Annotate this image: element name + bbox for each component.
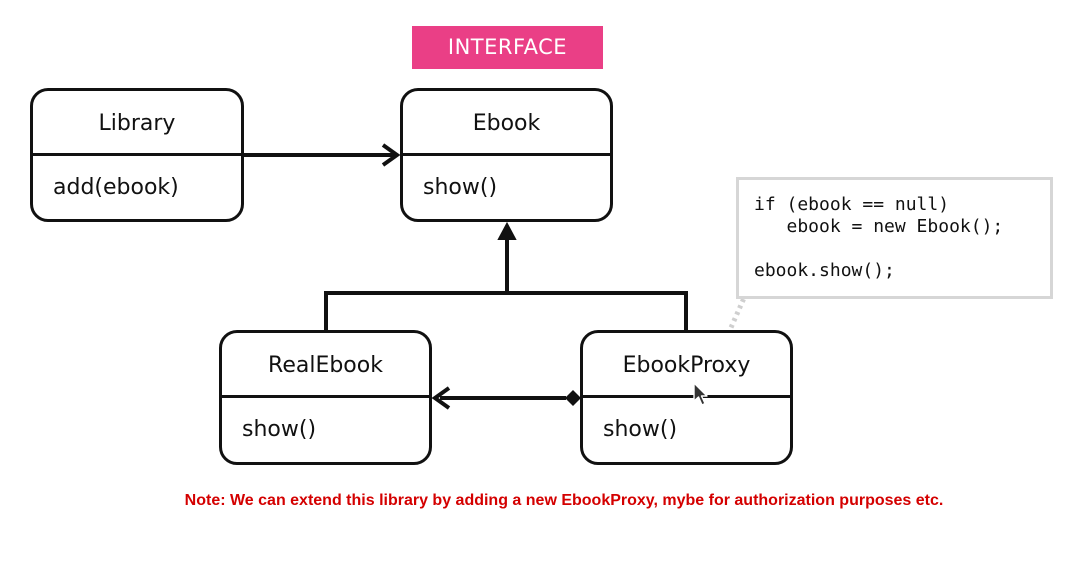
code-note: if (ebook == null) ebook = new Ebook(); …: [736, 177, 1053, 299]
mouse-pointer-icon: [693, 382, 708, 406]
footer-note: Note: We can extend this library by addi…: [184, 492, 944, 509]
code-line: ebook.show();: [754, 260, 895, 281]
class-name: Ebook: [403, 91, 610, 156]
composition-diamond: [565, 390, 581, 406]
interface-tag: INTERFACE: [412, 26, 603, 69]
library-to-ebook-arrowhead: [381, 143, 401, 167]
class-method: show(): [423, 175, 498, 200]
code-line: ebook = new Ebook();: [754, 216, 1004, 237]
class-ebook-proxy: EbookProxy show(): [580, 330, 793, 465]
realization-branch-line: [324, 291, 688, 330]
class-method: show(): [603, 417, 678, 442]
class-real-ebook: RealEbook show(): [219, 330, 432, 465]
code-line: if (ebook == null): [754, 194, 950, 215]
class-library: Library add(ebook): [30, 88, 244, 222]
realization-arrowhead: [497, 221, 517, 240]
class-name: Library: [33, 91, 241, 156]
code-line: [754, 238, 1050, 260]
proxy-to-realebook-arrowhead: [431, 386, 451, 410]
class-method: add(ebook): [53, 175, 179, 200]
class-name: EbookProxy: [583, 333, 790, 398]
class-method: show(): [242, 417, 317, 442]
class-name: RealEbook: [222, 333, 429, 398]
class-ebook: Ebook show(): [400, 88, 613, 222]
